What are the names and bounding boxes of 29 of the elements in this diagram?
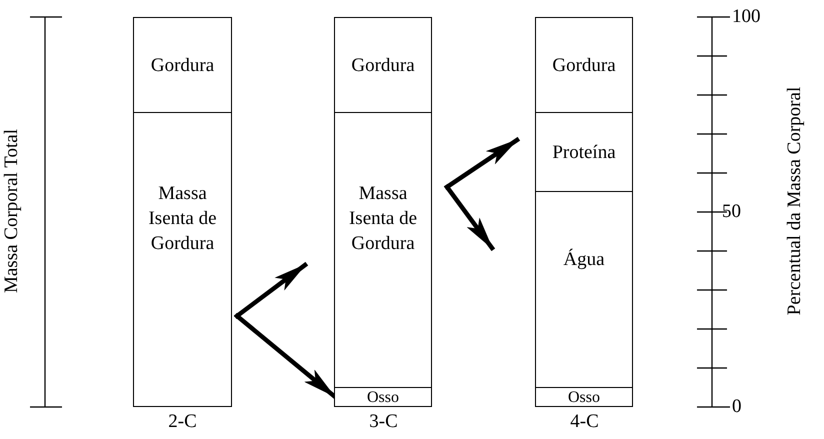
segment-box (535, 387, 633, 407)
segment-label: Gordura (150, 54, 216, 78)
segment-box (133, 17, 232, 114)
tick-label: 50 (722, 201, 742, 223)
segment-label: Massa Isenta de Gordura (348, 182, 418, 256)
axis-title: Percentual da Massa Corporal (784, 86, 806, 316)
column-label: 2-C (167, 411, 198, 433)
segment-label: Osso (566, 388, 601, 406)
segment-box (334, 112, 432, 389)
tick-label: 100 (732, 6, 762, 28)
arrow (444, 184, 494, 250)
segment-box (334, 387, 432, 407)
segment-box (133, 112, 232, 407)
segment-box (334, 17, 432, 114)
segment-label: Água (562, 248, 606, 272)
segment-label: Proteína (551, 141, 617, 165)
column-label: 3-C (368, 411, 399, 433)
arrow (234, 262, 308, 318)
segment-box (535, 17, 633, 114)
segment-label: Osso (366, 388, 400, 406)
axis-title: Massa Corporal Total (1, 128, 23, 296)
segment-label: Massa Isenta de Gordura (147, 182, 218, 256)
segment-label: Gordura (350, 54, 416, 78)
segment-box (535, 191, 633, 388)
segment-box (535, 112, 633, 193)
arrow (234, 314, 336, 398)
column-label: 4-C (569, 411, 600, 433)
tick-label: 0 (732, 396, 742, 418)
segment-label: Gordura (551, 54, 617, 78)
